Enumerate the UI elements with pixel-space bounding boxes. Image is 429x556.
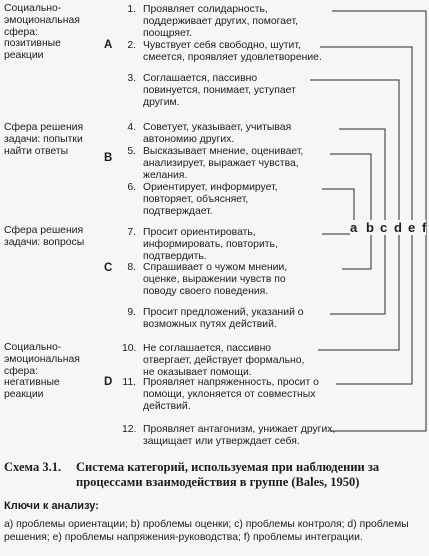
item-text: Спрашивает о чужом мнении, оценке, выраж… <box>143 262 288 297</box>
item-number: 9. <box>127 307 136 318</box>
group-letter-c: C <box>104 262 113 274</box>
item-text: Советует, указывает, учитывая автономию … <box>143 122 292 145</box>
figure-number: Схема 3.1. <box>4 460 62 474</box>
category-label-b: Сфера решения задачи: попытки найти отве… <box>4 122 84 157</box>
key-letter-e: e <box>408 220 416 235</box>
bracket-e <box>320 46 413 385</box>
item-text: Проявляет антагонизм, унижает других, за… <box>143 424 336 447</box>
group-letter-a: A <box>104 39 113 51</box>
category-label-a: Социально- эмоциональная сфера: позитивн… <box>4 3 80 62</box>
keys-text: a) проблемы ориентации; b) проблемы оцен… <box>4 519 409 543</box>
item-text: Проявляет солидарность, поддерживает дру… <box>143 4 298 39</box>
key-letter-f: f <box>422 220 427 235</box>
key-letter-c: c <box>380 220 388 235</box>
key-letter-b: b <box>366 220 374 235</box>
item-text: Просит предложений, указаний о возможных… <box>143 307 304 330</box>
item-number: 3. <box>127 73 136 84</box>
item-number: 6. <box>127 182 136 193</box>
item-number: 7. <box>127 227 136 238</box>
bracket-b <box>330 153 372 270</box>
item-number: 1. <box>127 4 136 15</box>
item-number: 2. <box>127 40 136 51</box>
item-text: Высказывает мнение, оценивает, анализиру… <box>143 146 304 181</box>
category-label-c: Сфера решения задачи: вопросы <box>4 225 85 248</box>
key-letter-d: d <box>394 220 402 235</box>
item-text: Чувствует себя свободно, шутит, смеется,… <box>143 40 322 63</box>
group-letter-d: D <box>104 376 113 388</box>
figure-title: Система категорий, используемая при набл… <box>76 460 380 489</box>
bracket-a <box>322 188 355 235</box>
item-text: Проявляет напряженность, просит о помощи… <box>143 377 319 412</box>
item-number: 11. <box>122 377 136 388</box>
item-number: 10. <box>122 343 137 354</box>
group-letter-b: B <box>104 152 113 164</box>
item-text: Соглашается, пассивно повинуется, понима… <box>143 73 296 108</box>
bracket-c <box>330 128 386 315</box>
key-letter-a: a <box>350 220 358 235</box>
item-text: Просит ориентировать, информировать, пов… <box>143 227 278 262</box>
item-text: Не соглашается, пассивно отвергает, дейс… <box>143 343 305 378</box>
item-text: Ориентирует, информирует, повторяет, объ… <box>143 182 278 217</box>
item-number: 4. <box>127 122 136 133</box>
item-number: 12. <box>122 424 137 435</box>
bracket-d <box>310 79 400 351</box>
item-number: 8. <box>127 262 136 273</box>
item-number: 5. <box>127 146 136 157</box>
keys-heading: Ключи к анализу: <box>4 500 99 512</box>
category-label-d: Социально- эмоциональная сфера: негативн… <box>4 342 80 401</box>
